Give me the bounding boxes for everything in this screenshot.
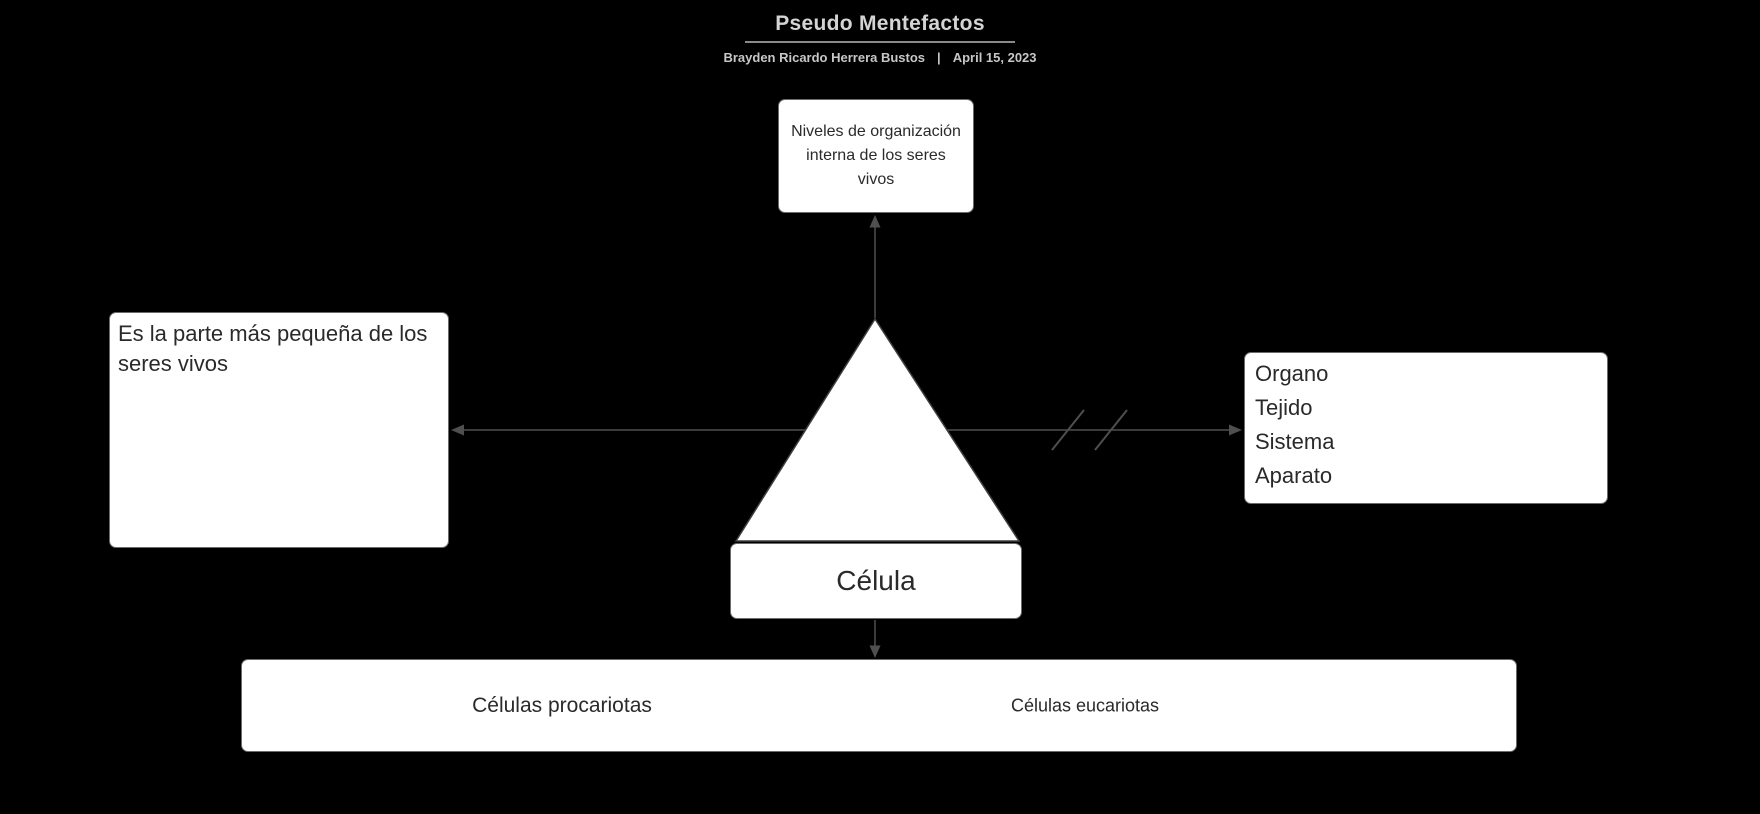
byline: Brayden Ricardo Herrera Bustos | April 15,…: [0, 50, 1760, 65]
exclusion-item: Sistema: [1255, 429, 1335, 455]
concept-label: Célula: [836, 565, 916, 596]
exclusion-slash-1-icon: [1051, 409, 1085, 451]
exclusion-item: Organo: [1255, 361, 1329, 386]
exclusion-slash-2-icon: [1094, 409, 1128, 451]
header: Pseudo Mentefactos Brayden Ricardo Herre…: [0, 12, 1760, 65]
node-left-definition: Es la parte más pequeña de los seres viv…: [109, 312, 449, 548]
subtype-eucariotas-label: Células eucariotas: [1010, 695, 1160, 715]
node-left-text: Es la parte más pequeña de los seres viv…: [118, 321, 428, 376]
node-top-text: Niveles de organización interna de los s…: [791, 123, 961, 188]
concept-triangle-icon: [734, 317, 1021, 542]
exclusion-item: Aparato: [1255, 463, 1333, 489]
node-bottom-subtypes: Células procariotas Células eucariotas: [241, 659, 1517, 752]
byline-separator: |: [937, 50, 941, 65]
node-top-supraordinate: Niveles de organización interna de los s…: [778, 99, 974, 213]
node-right-exclusions: Organo Tejido Sistema Aparato: [1244, 352, 1608, 504]
node-center-concept: Célula: [730, 543, 1022, 619]
page-title: Pseudo Mentefactos: [745, 12, 1015, 43]
arrow-left-head-icon: [451, 424, 464, 436]
date-label: April 15, 2023: [952, 50, 1037, 65]
arrow-up-head-icon: [869, 215, 881, 228]
author-name: Brayden Ricardo Herrera Bustos: [723, 50, 926, 65]
exclusion-item: Tejido: [1255, 395, 1313, 421]
arrow-right-head-icon: [1229, 424, 1242, 436]
subtype-procariotas-label: Células procariotas: [472, 693, 652, 717]
arrow-down-head-icon: [869, 645, 881, 658]
